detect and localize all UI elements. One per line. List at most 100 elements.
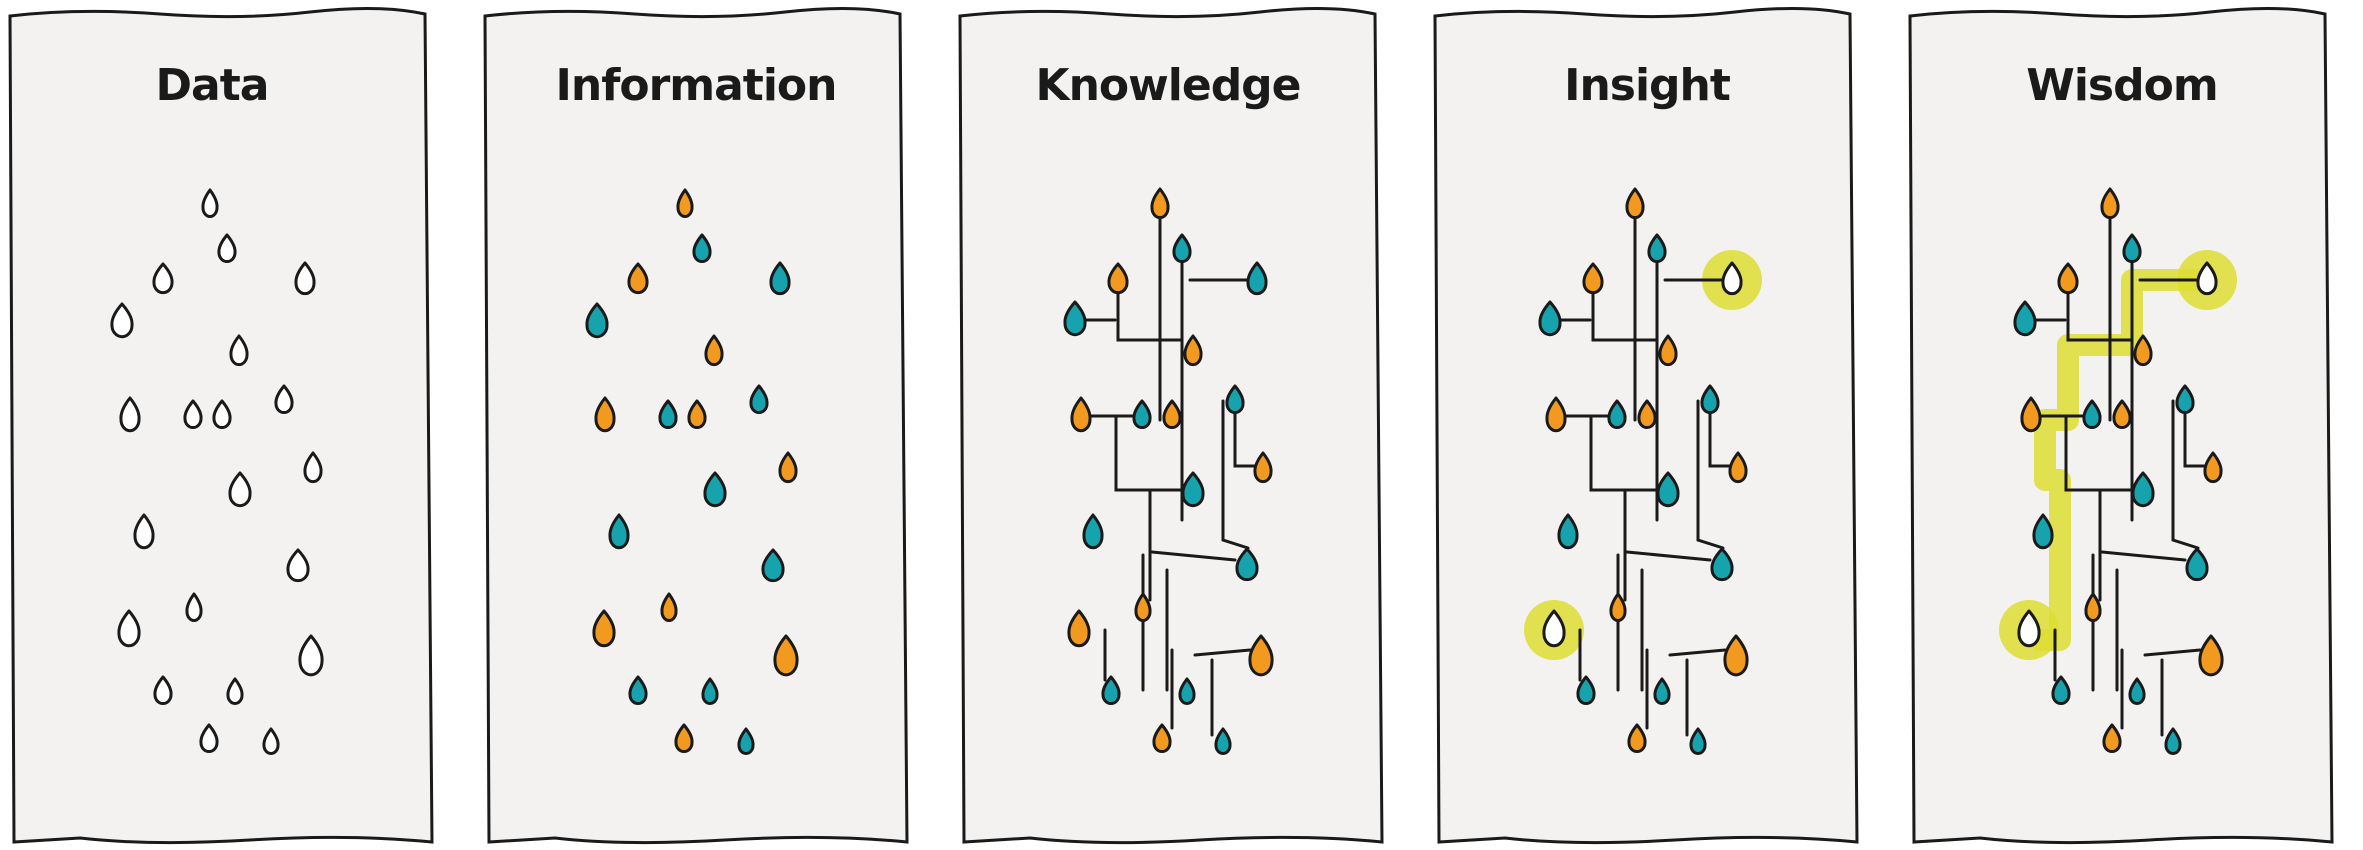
knowledge-node xyxy=(1728,451,1748,484)
information-node xyxy=(778,451,798,484)
information-node xyxy=(701,677,719,705)
knowledge-node xyxy=(1545,396,1567,433)
link-line xyxy=(1221,399,1250,550)
link-line xyxy=(1150,550,1237,562)
knowledge-node xyxy=(1181,471,1205,508)
data-node xyxy=(286,548,310,583)
knowledge-node xyxy=(1710,547,1734,582)
data-node xyxy=(303,451,323,484)
knowledge-node xyxy=(1082,513,1104,550)
knowledge-node xyxy=(2013,300,2037,337)
links-knowledge xyxy=(1083,215,1257,737)
knowledge-node xyxy=(2084,592,2102,623)
knowledge-node xyxy=(2133,334,2153,367)
knowledge-node xyxy=(2185,547,2209,582)
link-line xyxy=(1116,290,1184,342)
data-node xyxy=(133,513,155,550)
link-line xyxy=(2100,550,2187,562)
information-node xyxy=(660,592,678,623)
information-node xyxy=(608,513,630,550)
data-node xyxy=(201,188,219,219)
link-line xyxy=(1233,410,1257,468)
information-node xyxy=(737,727,755,755)
knowledge-node xyxy=(1625,187,1645,220)
links-wisdom xyxy=(2033,215,2207,737)
knowledge-node xyxy=(1637,399,1657,430)
knowledge-node xyxy=(1653,677,1671,705)
knowledge-node xyxy=(2051,675,2071,706)
knowledge-node xyxy=(2198,634,2224,677)
link-line xyxy=(2064,414,2134,492)
nodes-data xyxy=(110,188,324,755)
link-line xyxy=(1591,290,1659,342)
link-line xyxy=(1114,414,1184,492)
knowledge-node xyxy=(1582,262,1604,295)
data-node xyxy=(183,399,203,430)
knowledge-node xyxy=(1253,451,1273,484)
knowledge-node xyxy=(2203,451,2223,484)
data-node xyxy=(262,727,280,755)
information-node xyxy=(674,723,694,754)
data-node xyxy=(199,723,219,754)
knowledge-node xyxy=(1689,727,1707,755)
knowledge-node xyxy=(1063,300,1087,337)
information-node xyxy=(769,261,791,296)
link-line xyxy=(1708,410,1732,468)
information-node xyxy=(773,634,799,677)
knowledge-node xyxy=(1178,677,1196,705)
link-line xyxy=(1589,414,1659,492)
knowledge-node xyxy=(1225,384,1245,415)
knowledge-node xyxy=(1721,261,1743,296)
panel-title-information: Information xyxy=(556,60,837,111)
link-line xyxy=(1668,648,1727,657)
knowledge-node xyxy=(1152,723,1172,754)
information-node xyxy=(658,399,678,430)
links-insight xyxy=(1558,215,1732,737)
panel-wisdom: Wisdom xyxy=(1908,6,2334,845)
knowledge-node xyxy=(2131,471,2155,508)
panel-knowledge: Knowledge xyxy=(958,6,1384,845)
data-node xyxy=(228,471,252,508)
knowledge-node xyxy=(1067,609,1091,648)
knowledge-node xyxy=(2017,609,2041,648)
information-node xyxy=(594,396,616,433)
knowledge-node xyxy=(1700,384,1720,415)
information-node xyxy=(692,233,712,264)
data-node xyxy=(212,399,232,430)
knowledge-node xyxy=(2128,677,2146,705)
knowledge-node xyxy=(1607,399,1627,430)
panel-insight: Insight xyxy=(1433,6,1859,845)
knowledge-node xyxy=(1538,300,1562,337)
knowledge-node xyxy=(1183,334,1203,367)
knowledge-node xyxy=(1627,723,1647,754)
knowledge-node xyxy=(1162,399,1182,430)
knowledge-node xyxy=(1070,396,1092,433)
knowledge-node xyxy=(1134,592,1152,623)
data-node xyxy=(119,396,141,433)
knowledge-node xyxy=(1609,592,1627,623)
knowledge-node xyxy=(1132,399,1152,430)
panel-information: Information xyxy=(483,6,909,845)
information-node xyxy=(628,675,648,706)
information-node xyxy=(592,609,616,648)
data-node xyxy=(185,592,203,623)
nodes-insight xyxy=(1538,187,1749,755)
information-node xyxy=(585,302,609,339)
data-node xyxy=(229,334,249,367)
data-node xyxy=(294,261,316,296)
data-node xyxy=(217,233,237,264)
information-node xyxy=(761,548,785,583)
data-node xyxy=(226,677,244,705)
panel-data: Data xyxy=(8,6,434,845)
panel-title-insight: Insight xyxy=(1564,60,1731,111)
link-line xyxy=(2171,399,2200,550)
data-node xyxy=(298,634,324,677)
knowledge-node xyxy=(2082,399,2102,430)
link-line xyxy=(1193,648,1252,657)
knowledge-node xyxy=(1150,187,1170,220)
knowledge-node xyxy=(1723,634,1749,677)
knowledge-node xyxy=(1576,675,1596,706)
knowledge-node xyxy=(1172,233,1192,264)
nodes-wisdom xyxy=(2013,187,2224,755)
knowledge-node xyxy=(1214,727,1232,755)
